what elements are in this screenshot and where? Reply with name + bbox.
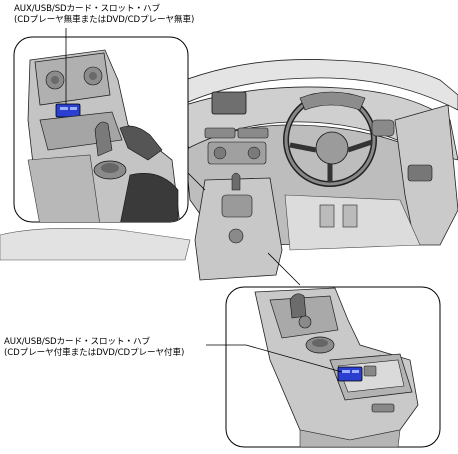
callout-label-bottom: AUX/USB/SDカード・スロット・ハブ (CDプレーヤ付車またはDVD/CD… [4,337,184,359]
top-inset [13,36,189,223]
callout-leader-bottom [206,344,343,373]
callout-top-line2: (CDプレーヤ無車またはDVD/CDプレーヤ無車) [14,15,195,25]
hub-highlight-top [55,103,81,118]
hub-highlight-bottom [337,366,363,382]
inset-leader-line-bottom [267,252,301,286]
bottom-inset [225,286,441,448]
callout-bottom-line1: AUX/USB/SDカード・スロット・ハブ [4,337,150,347]
dashboard-illustration [0,59,458,281]
callout-bottom-line2: (CDプレーヤ付車またはDVD/CDプレーヤ付車) [4,348,185,358]
callout-top-line1: AUX/USB/SDカード・スロット・ハブ [14,4,160,14]
callout-label-top: AUX/USB/SDカード・スロット・ハブ (CDプレーヤ無車またはDVD/CD… [14,4,194,26]
